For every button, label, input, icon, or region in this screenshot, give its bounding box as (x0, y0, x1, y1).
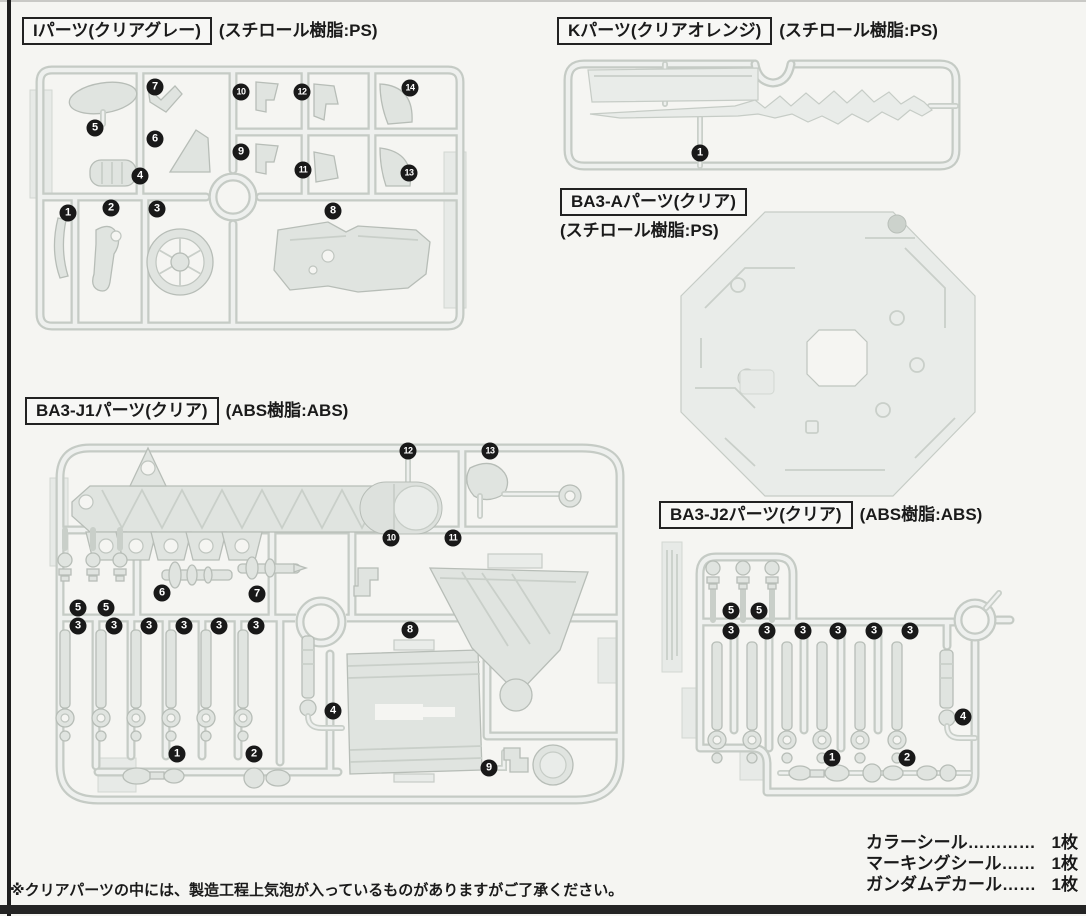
part-number-badge: 3 (69, 617, 87, 635)
supply-count: 1枚 (1051, 875, 1078, 894)
part-number-badge: 4 (324, 702, 342, 720)
runner-label: BA3-J1パーツ(クリア) (25, 397, 219, 425)
part-number-badge: 10 (382, 529, 400, 547)
ba3-j1-runner-illustration (49, 436, 622, 808)
part-number-badge: 11 (444, 529, 462, 547)
header-k-parts: Kパーツ(クリアオレンジ) (スチロール樹脂:PS) (557, 17, 938, 45)
part-number-badge: 1 (59, 204, 77, 222)
scan-bottom-edge (0, 905, 1086, 914)
part-number-badge: 3 (722, 622, 740, 640)
part-number-badge: 3 (247, 617, 265, 635)
part-number-badge: 14 (401, 79, 419, 97)
part-number-badge: 3 (829, 622, 847, 640)
part-number-badge: 1 (168, 745, 186, 763)
part-number-badge: 8 (324, 202, 342, 220)
piston-parts (55, 629, 253, 742)
k-runner-illustration (560, 45, 965, 174)
clear-parts-note: ※クリアパーツの中には、製造工程上気泡が入っているものがありますがご了承ください… (10, 882, 624, 899)
part-number-badge: 10 (232, 83, 250, 101)
scan-left-edge (7, 0, 11, 916)
part-number-badge: 13 (400, 164, 418, 182)
supply-leader: ………… (967, 833, 1036, 852)
piston-parts (707, 641, 907, 764)
part-number-badge: 1 (691, 144, 709, 162)
runner-label: BA3-Aパーツ(クリア) (560, 188, 747, 216)
supply-line: カラーシール………… 1枚 (866, 832, 1078, 853)
supply-name: マーキングシール (866, 854, 1002, 873)
part-number-badge: 3 (175, 617, 193, 635)
runner-label: BA3-J2パーツ(クリア) (659, 501, 853, 529)
truss-arm-tabs (85, 531, 263, 561)
part-number-badge: 9 (480, 759, 498, 777)
part-number-badge: 12 (399, 442, 417, 460)
part-number-badge: 5 (97, 599, 115, 617)
supply-count: 1枚 (1051, 833, 1078, 852)
part-number-badge: 11 (294, 161, 312, 179)
ba3-a-base-illustration (680, 211, 976, 497)
runner-label: Kパーツ(クリアオレンジ) (557, 17, 773, 45)
runner-material: (ABS樹脂:ABS) (225, 401, 349, 420)
supply-name: ガンダムデカール (866, 875, 1002, 894)
runner-label: Iパーツ(クリアグレー) (22, 17, 212, 45)
part-number-badge: 4 (954, 708, 972, 726)
ba3-j2-runner-illustration (661, 541, 1012, 815)
part-number-badge: 6 (146, 130, 164, 148)
runner-material: (スチロール樹脂:PS) (779, 21, 938, 40)
part-number-badge: 3 (105, 617, 123, 635)
supply-line: マーキングシール…… 1枚 (866, 853, 1078, 874)
supply-leader: …… (1002, 875, 1036, 894)
part-number-badge: 3 (140, 617, 158, 635)
part-number-badge: 3 (210, 617, 228, 635)
part-number-badge: 6 (153, 584, 171, 602)
part-number-badge: 7 (248, 585, 266, 603)
header-ba3-j2-parts: BA3-J2パーツ(クリア) (ABS樹脂:ABS) (659, 501, 982, 529)
supply-name: カラーシール (866, 833, 968, 852)
part-number-badge: 3 (901, 622, 919, 640)
runner-material: (ABS樹脂:ABS) (859, 505, 983, 524)
header-ba3-j1-parts: BA3-J1パーツ(クリア) (ABS樹脂:ABS) (25, 397, 348, 425)
part-number-badge: 12 (293, 83, 311, 101)
supplies-list: カラーシール…………1枚 マーキングシール……1枚 ガンダムデカール……1枚 (866, 832, 1078, 895)
part-number-badge: 5 (86, 119, 104, 137)
part-number-badge: 8 (401, 621, 419, 639)
ball-pin-parts (705, 560, 780, 623)
supply-line: ガンダムデカール…… 1枚 (866, 874, 1078, 895)
part-number-badge: 3 (148, 200, 166, 218)
part-number-badge: 9 (232, 143, 250, 161)
supply-count: 1枚 (1051, 854, 1078, 873)
part-number-badge: 2 (898, 749, 916, 767)
part-number-badge: 3 (865, 622, 883, 640)
ball-pin-parts (57, 527, 128, 582)
part-number-badge: 4 (131, 167, 149, 185)
i-runner-illustration (29, 60, 467, 335)
supply-leader: …… (1001, 854, 1036, 873)
header-ba3-a-parts: BA3-Aパーツ(クリア) (スチロール樹脂:PS) (560, 188, 747, 243)
part-number-badge: 5 (750, 602, 768, 620)
part-number-badge: 5 (69, 599, 87, 617)
part-number-badge: 1 (823, 749, 841, 767)
header-i-parts: Iパーツ(クリアグレー) (スチロール樹脂:PS) (22, 17, 378, 45)
part-number-badge: 5 (722, 602, 740, 620)
part-number-badge: 13 (481, 442, 499, 460)
runner-material: (スチロール樹脂:PS) (218, 21, 378, 40)
scan-top-edge (0, 0, 1086, 2)
part-number-badge: 2 (102, 199, 120, 217)
part-number-badge: 2 (245, 745, 263, 763)
part-number-badge: 3 (794, 622, 812, 640)
part-number-badge: 7 (146, 78, 164, 96)
part-number-badge: 3 (758, 622, 776, 640)
runner-material: (スチロール樹脂:PS) (560, 221, 719, 240)
